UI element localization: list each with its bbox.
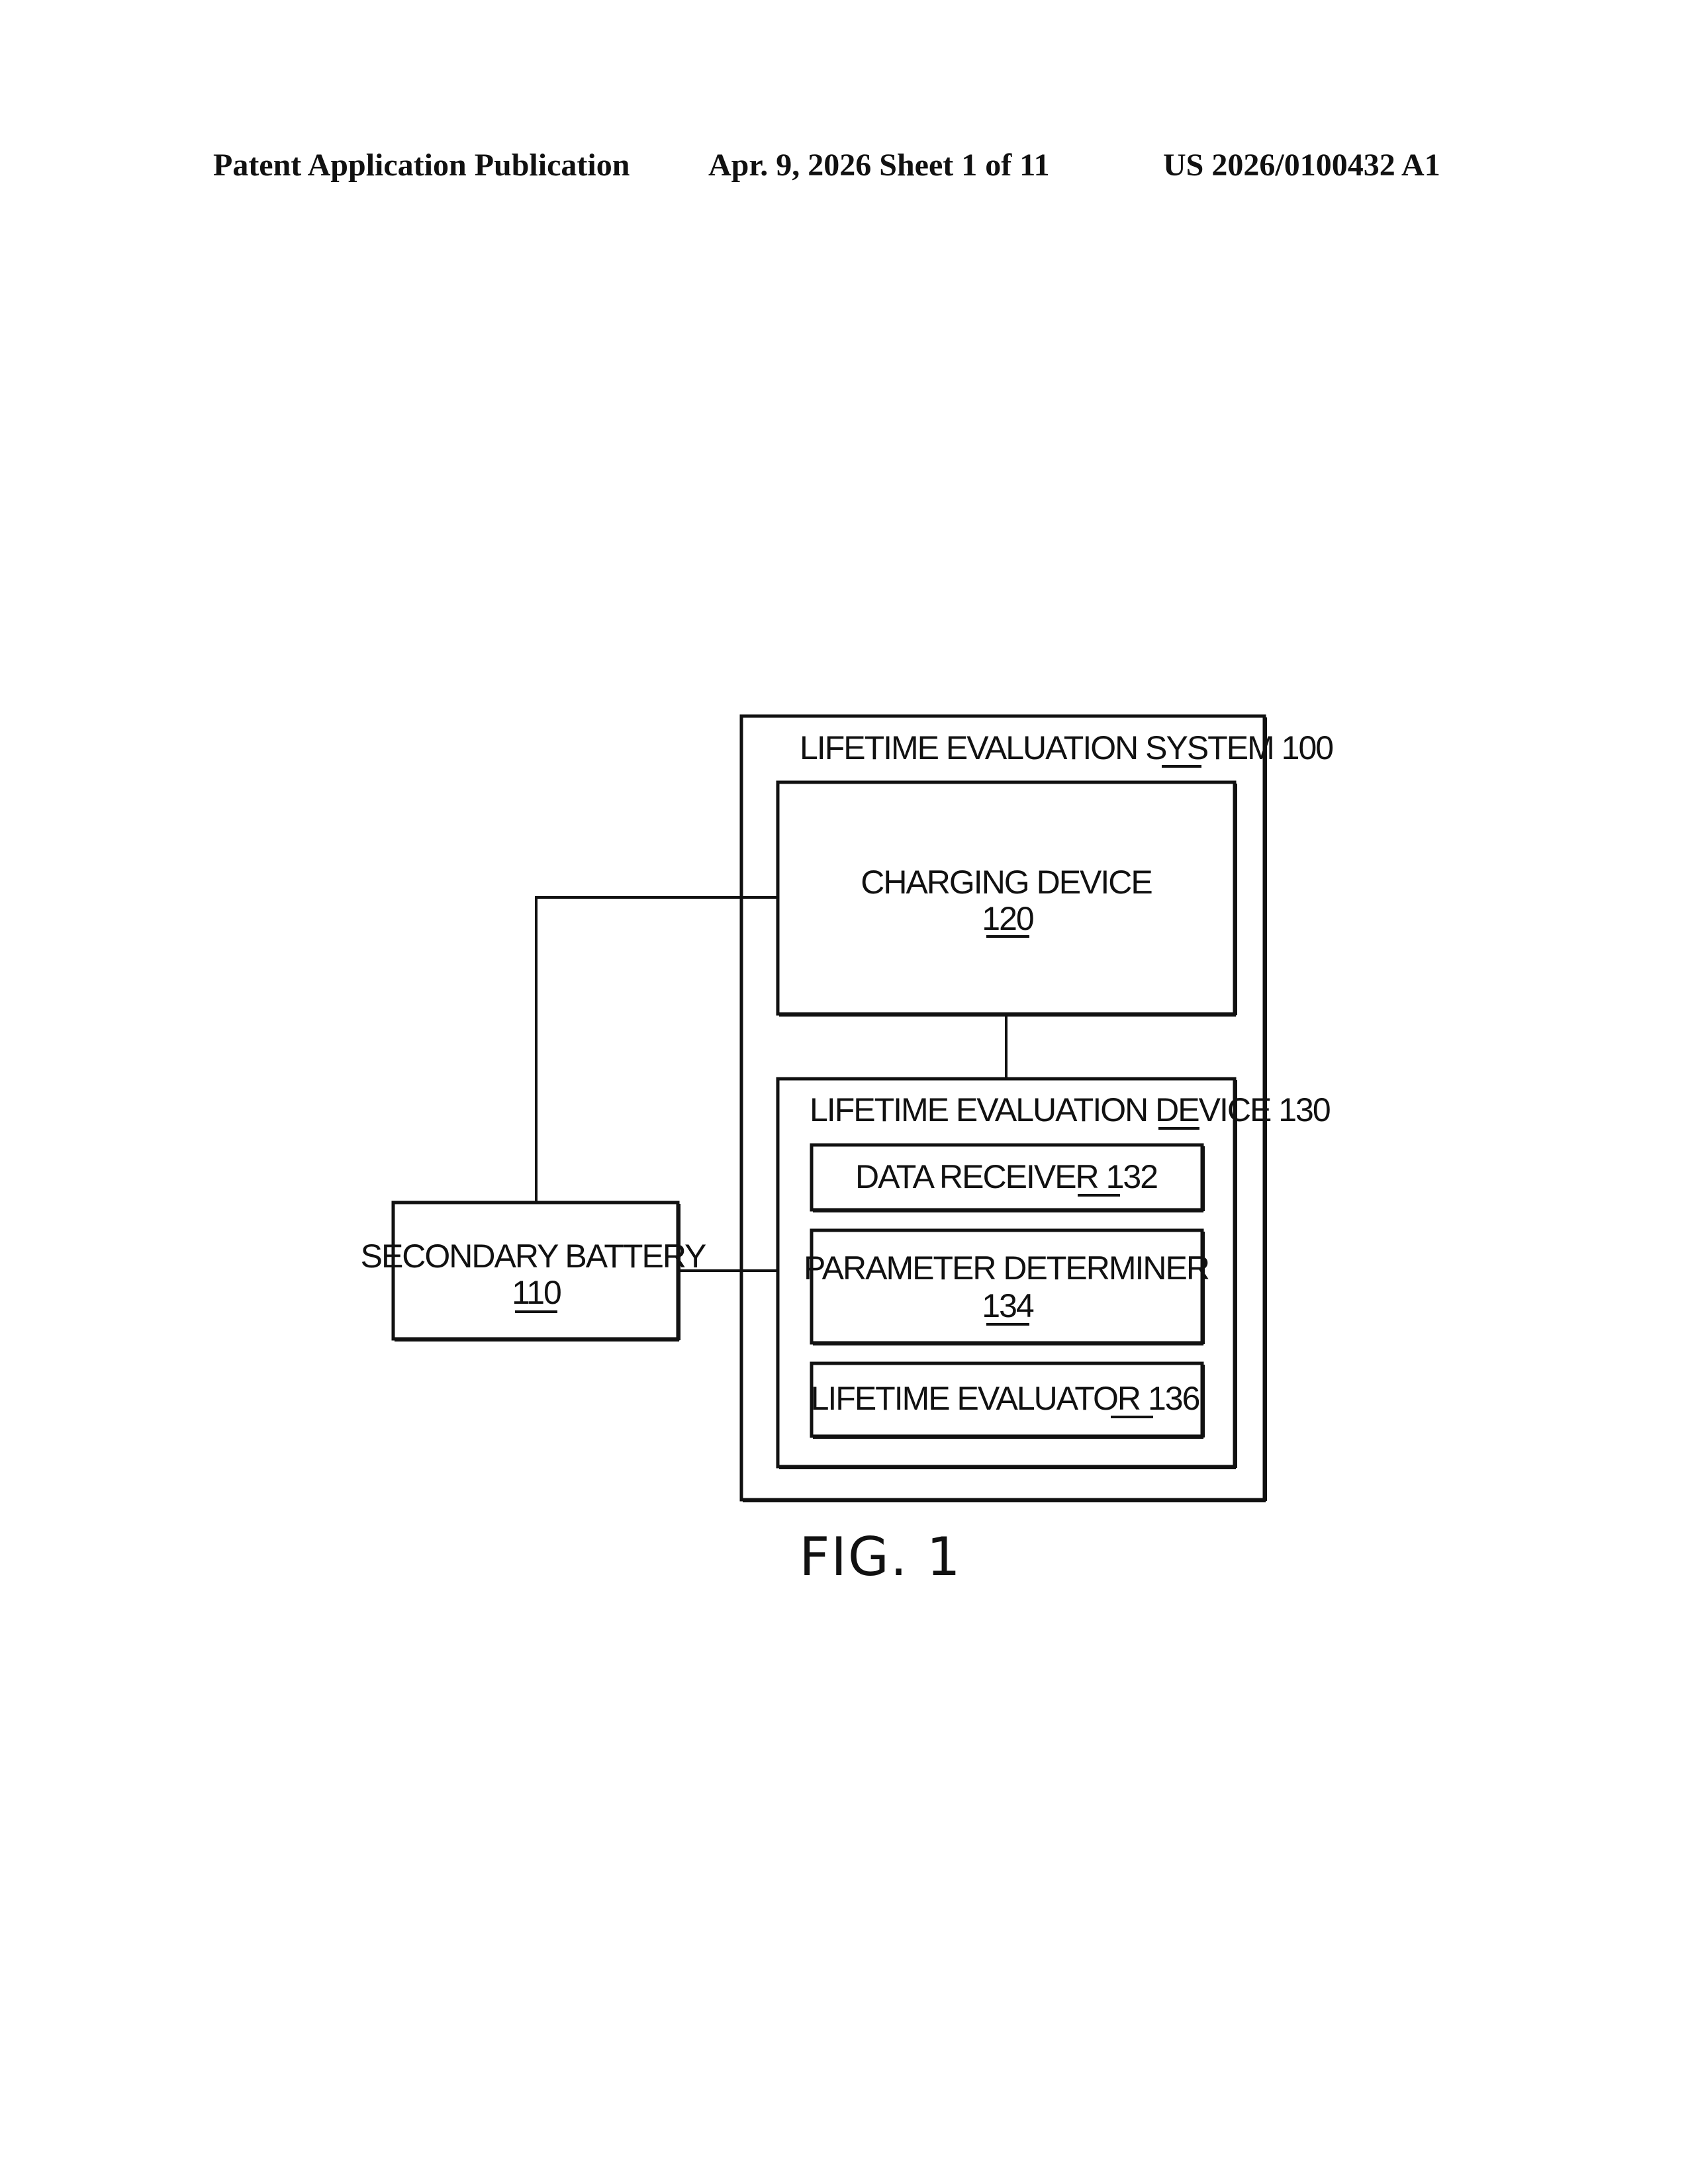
evaluation-device-label: LIFETIME EVALUATION DEVICE 130 [810,1091,1330,1128]
charging-device-label: CHARGING DEVICE [861,864,1152,901]
lifetime-evaluator-label: LIFETIME EVALUATOR 136 [811,1380,1199,1417]
parameter-determiner-label: PARAMETER DETERMINER [804,1250,1209,1287]
parameter-determiner-box [812,1230,1202,1343]
data-receiver-label: DATA RECEIVER 132 [855,1158,1157,1195]
parameter-determiner-ref: 134 [982,1287,1034,1324]
figure-label: FIG. 1 [799,1526,961,1588]
charging-device-ref: 120 [982,900,1033,937]
secondary-battery-label: SECONDARY BATTERY [361,1238,706,1275]
system-label: LIFETIME EVALUATION SYSTEM 100 [800,729,1333,766]
secondary-battery-ref: 110 [512,1274,561,1311]
